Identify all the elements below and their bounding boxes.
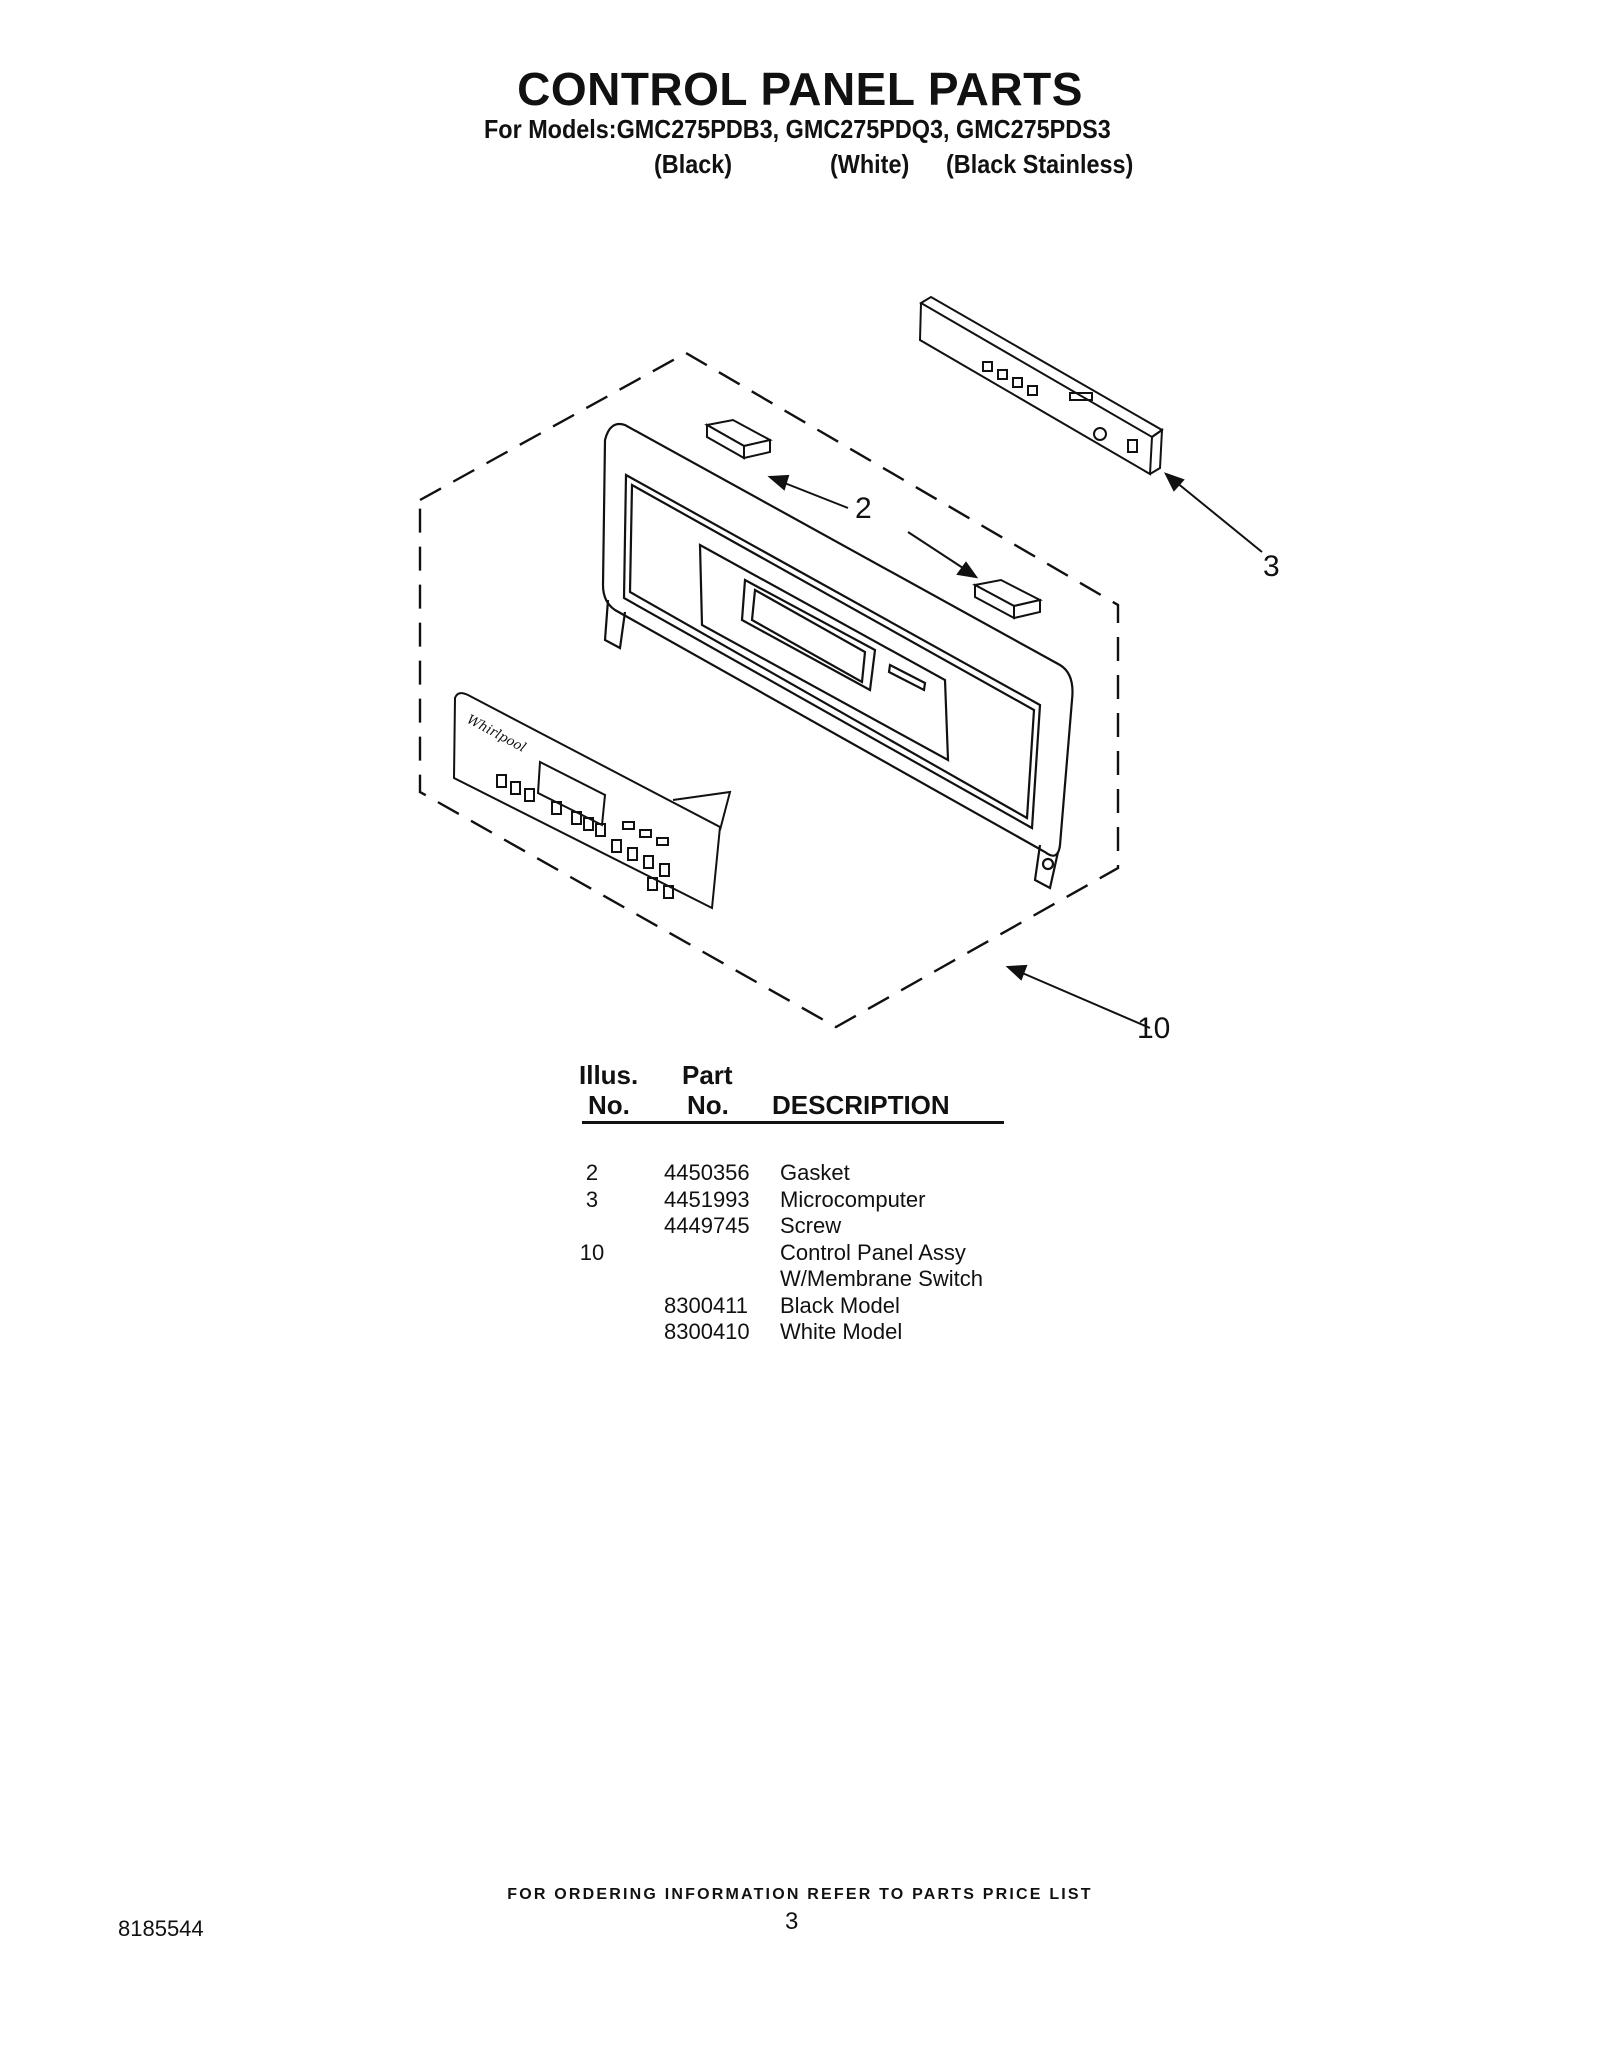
- illus-no: 2: [585, 1160, 599, 1185]
- part-no: 4451993: [664, 1186, 750, 1212]
- membrane-switch-panel: Whirlpool: [452, 692, 732, 910]
- variant-black: (Black): [654, 149, 733, 179]
- description: Gasket: [780, 1160, 850, 1185]
- table-row: 2 4450356 Gasket: [560, 1160, 1080, 1187]
- header-description: DESCRIPTION: [772, 1090, 950, 1120]
- microcomputer-board: [918, 295, 1164, 476]
- membrane-keys: [496, 774, 674, 899]
- page-title: CONTROL PANEL PARTS: [517, 63, 1083, 115]
- callout-3: 3: [1263, 550, 1280, 583]
- leader-lines: [767, 472, 1263, 1029]
- description: Black Model: [780, 1292, 900, 1318]
- part-no: 4449745: [664, 1213, 750, 1238]
- exploded-parts-diagram: Whirlpool: [418, 295, 1263, 1029]
- illus-no: 10: [579, 1239, 605, 1265]
- gasket-left: [704, 418, 773, 460]
- assembly-boundary: [418, 351, 1120, 1029]
- header-illus-no: No.: [588, 1090, 630, 1120]
- description: White Model: [780, 1319, 903, 1344]
- front-frame: [601, 422, 1074, 890]
- description: Microcomputer: [780, 1186, 926, 1212]
- part-no: 4450356: [664, 1160, 750, 1185]
- table-row: 4449745 Screw: [560, 1213, 1080, 1240]
- table-row: 10 Control Panel Assy: [560, 1240, 1080, 1267]
- variant-black-stainless: (Black Stainless): [946, 149, 1134, 179]
- part-no: 8300410: [664, 1319, 750, 1344]
- variant-white: (White): [830, 149, 910, 179]
- callout-2: 2: [855, 492, 872, 525]
- description: Screw: [780, 1213, 842, 1238]
- table-row: 8300411 Black Model: [560, 1293, 1080, 1320]
- table-row: W/Membrane Switch: [560, 1266, 1080, 1293]
- part-no: 8300411: [664, 1292, 749, 1318]
- document-number: 8185544: [118, 1916, 204, 1941]
- table-row: 3 4451993 Microcomputer: [560, 1187, 1080, 1214]
- models-line: For Models:GMC275PDB3, GMC275PDQ3, GMC27…: [484, 114, 1111, 144]
- parts-list: 2 4450356 Gasket 3 4451993 Microcomputer…: [560, 1160, 1080, 1346]
- description: W/Membrane Switch: [780, 1266, 983, 1291]
- table-row: 8300410 White Model: [560, 1319, 1080, 1346]
- header-part: Part: [682, 1060, 733, 1090]
- ordering-note: FOR ORDERING INFORMATION REFER TO PARTS …: [507, 1886, 1093, 1903]
- header-part-no: No.: [687, 1090, 729, 1120]
- description: Control Panel Assy: [780, 1239, 966, 1265]
- page-number: 3: [785, 1908, 799, 1935]
- header-underline: [582, 1121, 1004, 1124]
- gasket-right: [972, 578, 1043, 620]
- callout-10: 10: [1137, 1012, 1171, 1045]
- header-illus: Illus.: [579, 1060, 639, 1090]
- illus-no: 3: [585, 1186, 599, 1212]
